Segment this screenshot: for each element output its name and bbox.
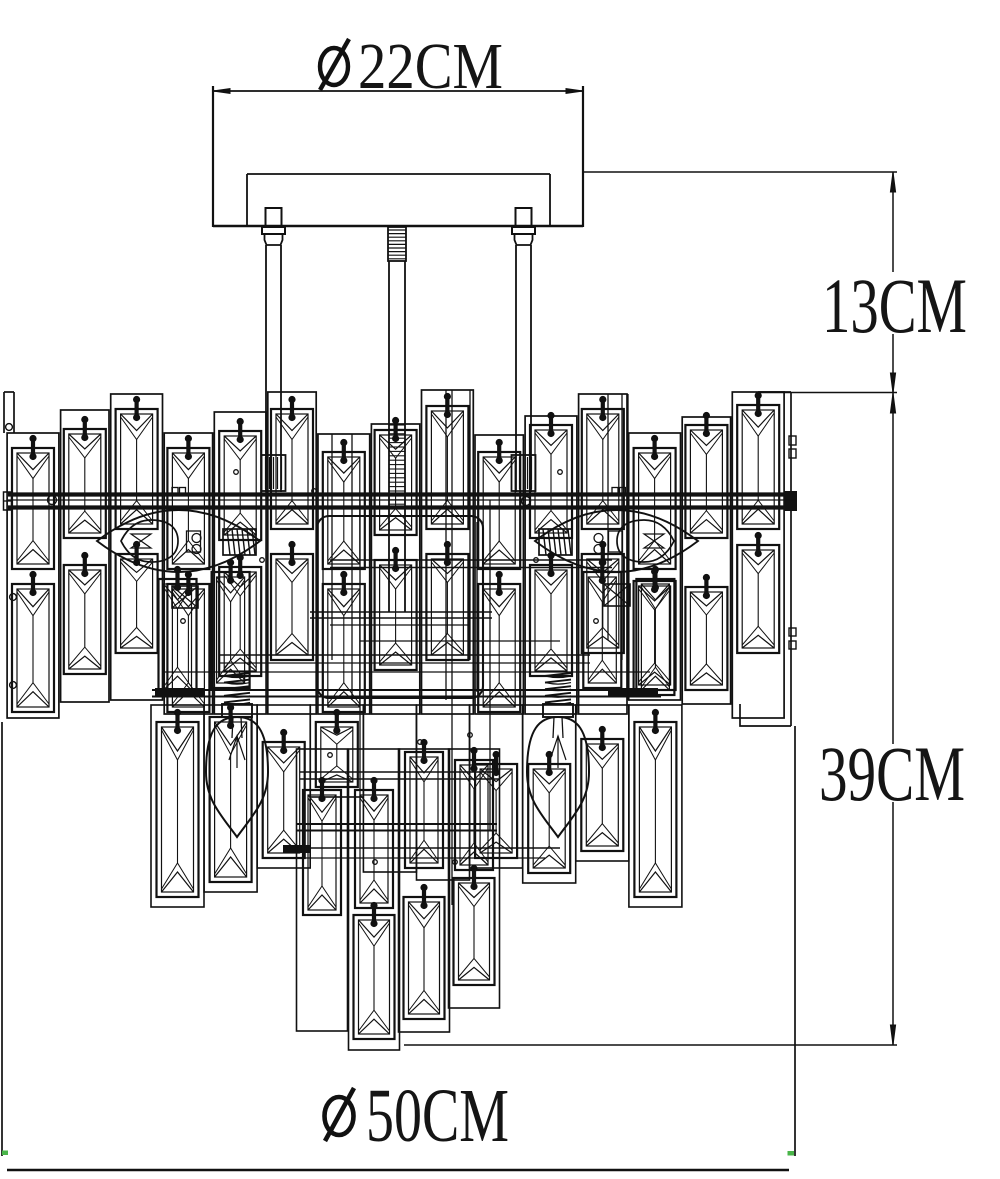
svg-text:13CM: 13CM [822, 262, 967, 349]
svg-text:22CM: 22CM [358, 30, 503, 103]
svg-text:39CM: 39CM [819, 730, 965, 817]
svg-text:50CM: 50CM [366, 1074, 509, 1158]
